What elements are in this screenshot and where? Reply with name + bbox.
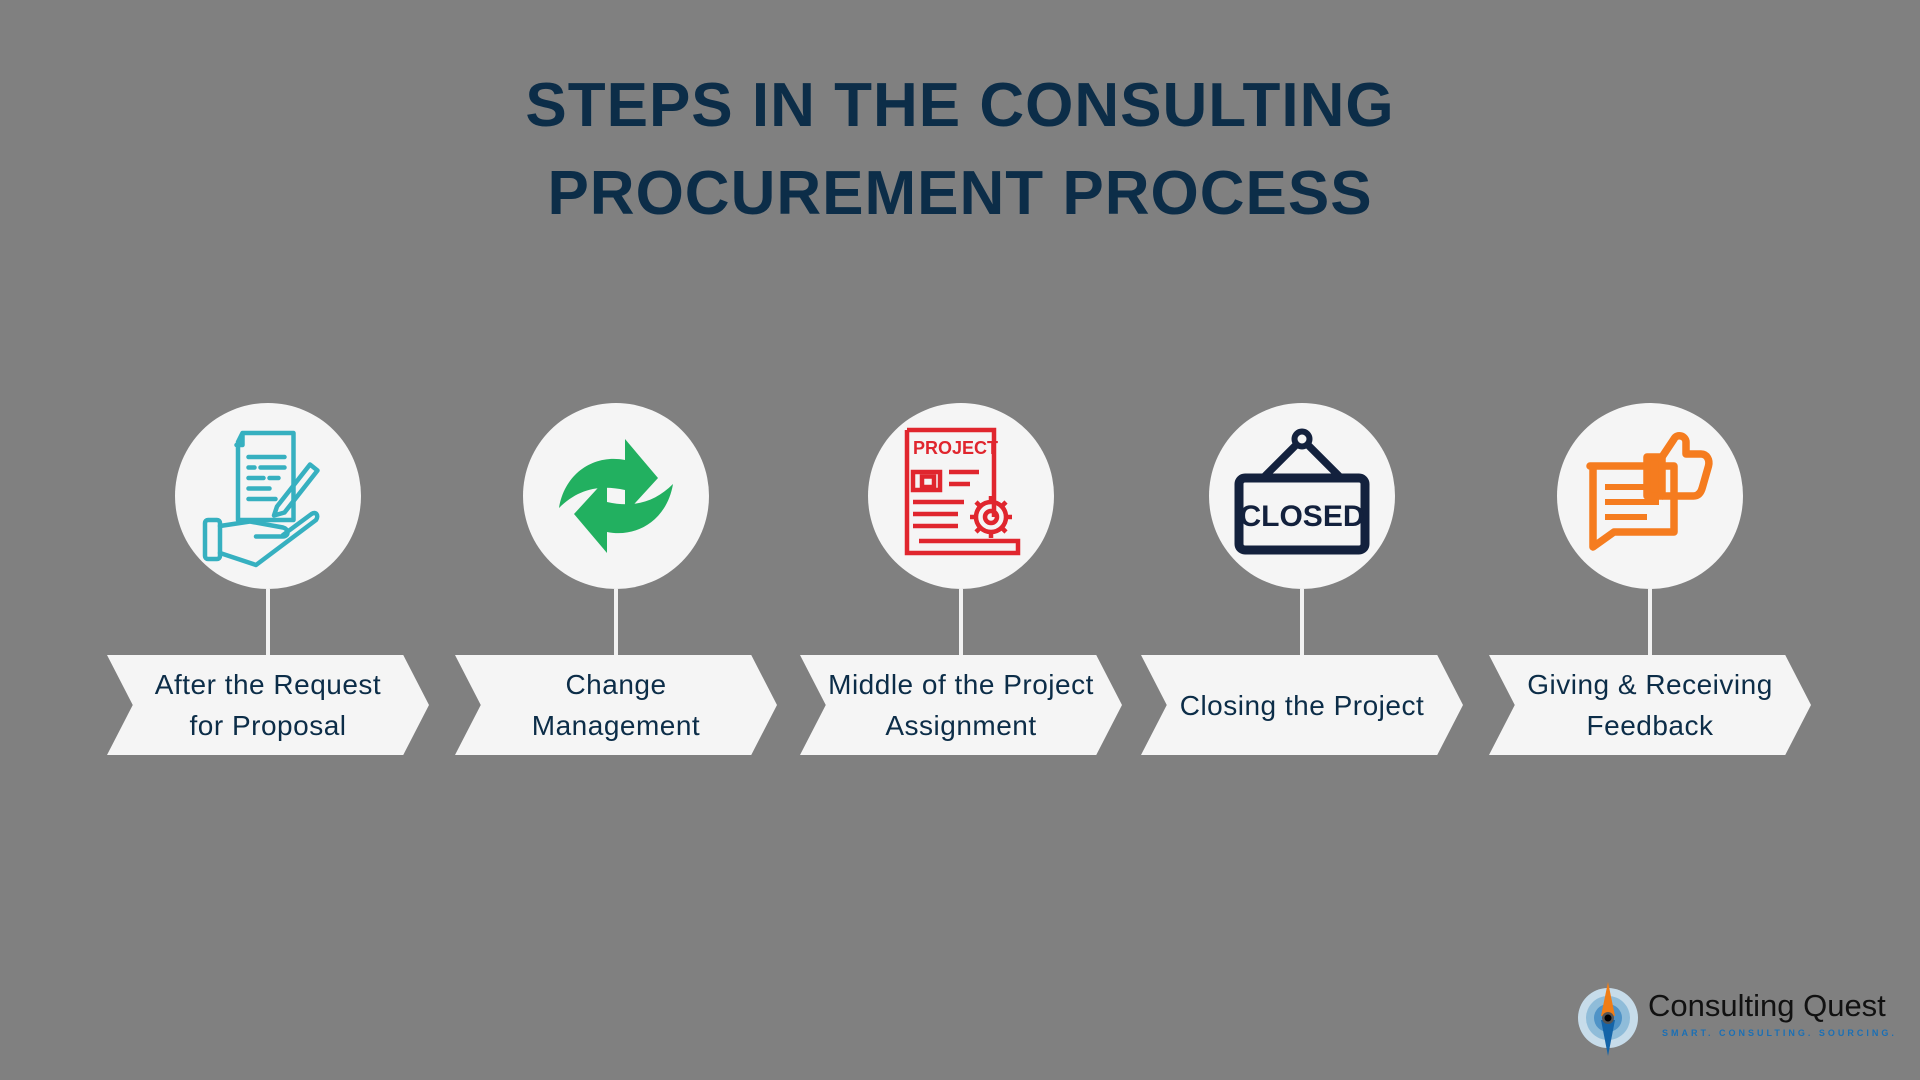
step-label: Middle of the Project Assignment bbox=[800, 655, 1122, 755]
logo-tagline: SMART. CONSULTING. SOURCING. bbox=[1662, 1028, 1897, 1038]
step-label-line: Feedback bbox=[1586, 710, 1714, 741]
connector-line bbox=[1648, 589, 1652, 655]
title-line-1: STEPS IN THE CONSULTING bbox=[525, 71, 1395, 140]
step-icon-circle bbox=[523, 403, 709, 589]
step-5: Giving & Receiving Feedback bbox=[1489, 0, 1811, 1080]
step-label-line: Giving & Receiving bbox=[1527, 669, 1773, 700]
step-icon-circle bbox=[1557, 403, 1743, 589]
step-label-line: Closing the Project bbox=[1179, 689, 1425, 721]
step-icon-circle bbox=[175, 403, 361, 589]
connector-line bbox=[266, 589, 270, 655]
connector-line bbox=[959, 589, 963, 655]
step-label-line: Middle of the Project bbox=[828, 669, 1094, 700]
step-icon-circle: PROJECT bbox=[868, 403, 1054, 589]
compass-logo-icon bbox=[1578, 982, 1638, 1056]
closed-sign-icon: CLOSED bbox=[1234, 428, 1370, 555]
hand-document-pen-icon bbox=[202, 430, 320, 568]
closed-icon-text: CLOSED bbox=[1239, 500, 1364, 533]
refresh-arrows-icon bbox=[559, 439, 673, 553]
step-label-line: After the Request bbox=[154, 669, 382, 700]
chat-thumbs-up-icon bbox=[1586, 432, 1713, 551]
title-line-2: PROCUREMENT PROCESS bbox=[547, 159, 1373, 228]
step-label: Change Management bbox=[455, 655, 777, 755]
connector-line bbox=[614, 589, 618, 655]
project-icon-text: PROJECT bbox=[913, 438, 998, 458]
step-label-line: Management bbox=[531, 710, 701, 741]
step-2: Change Management bbox=[455, 0, 777, 1080]
connector-line bbox=[1300, 589, 1304, 655]
step-icon-circle: CLOSED bbox=[1209, 403, 1395, 589]
step-label: Closing the Project bbox=[1141, 655, 1463, 755]
step-4: CLOSED Closing the Project bbox=[1141, 0, 1463, 1080]
step-label: After the Request for Proposal bbox=[107, 655, 429, 755]
step-1: After the Request for Proposal bbox=[107, 0, 429, 1080]
step-label-line: for Proposal bbox=[189, 710, 347, 741]
project-document-gear-icon: PROJECT bbox=[904, 427, 1021, 556]
logo-name: Consulting Quest bbox=[1648, 988, 1886, 1023]
step-label-line: Change bbox=[565, 669, 667, 700]
step-label: Giving & Receiving Feedback bbox=[1489, 655, 1811, 755]
step-label-line: Assignment bbox=[885, 710, 1037, 741]
page-title: STEPS IN THE CONSULTING PROCUREMENT PROC… bbox=[0, 62, 1920, 238]
step-3: PROJECT Middle of the Project Assignment bbox=[800, 0, 1122, 1080]
brand-logo: Consulting Quest SMART. CONSULTING. SOUR… bbox=[1576, 978, 1896, 1058]
